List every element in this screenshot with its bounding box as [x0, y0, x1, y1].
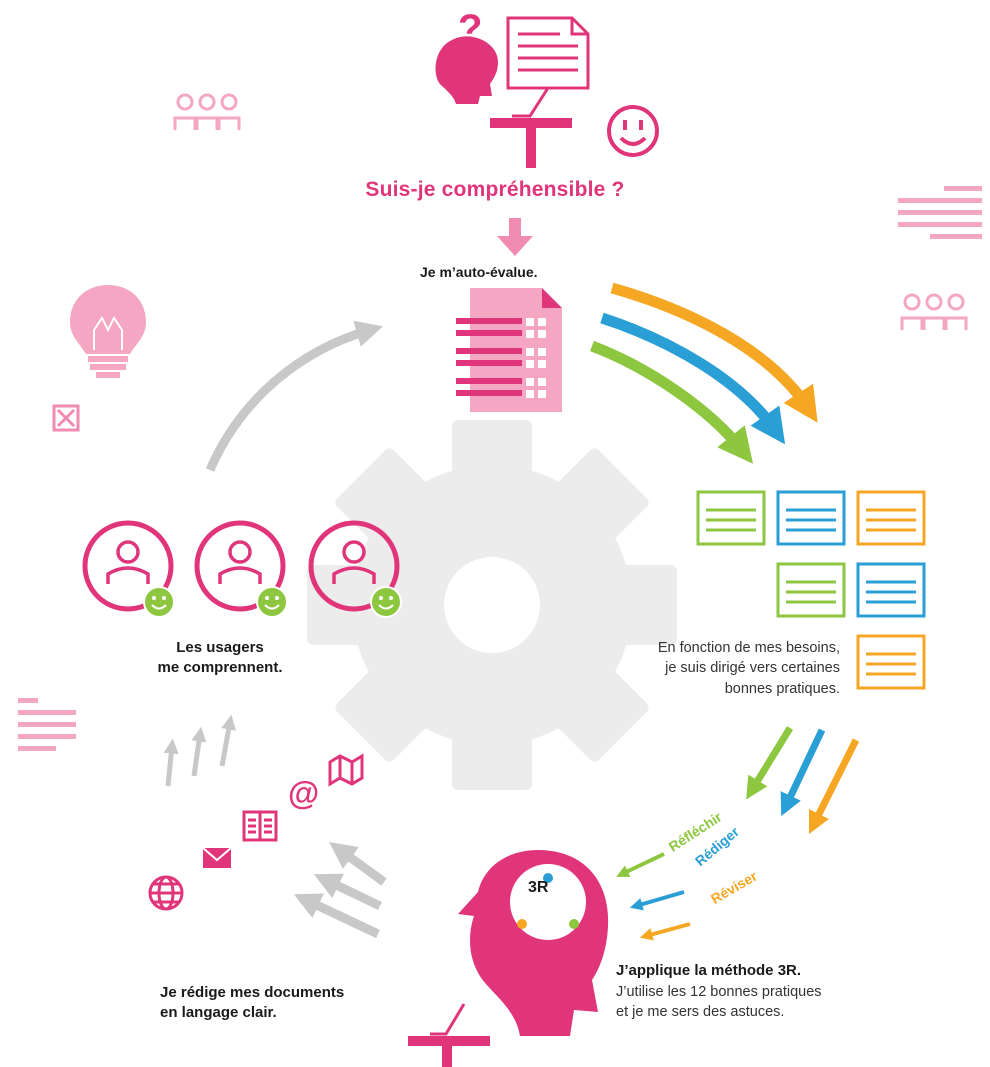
- gray-arrows: [163, 320, 387, 939]
- step-write: Je rédige mes documents en langage clair…: [160, 984, 344, 1048]
- card-orange-2: [856, 634, 926, 690]
- method-details: J’utilise les 12 bonnes pratiques et je …: [616, 982, 822, 1023]
- thinking-head-icon: [458, 850, 609, 1036]
- arrow-down-icon: [497, 218, 533, 256]
- at-sign-icon: @: [288, 775, 319, 811]
- smiley-icon: [607, 105, 659, 157]
- user-icon: [82, 520, 402, 618]
- map-icon: [328, 753, 364, 787]
- step-users: Les usagers me comprennent.: [120, 638, 320, 679]
- document-icon: [506, 16, 590, 90]
- step-self-evaluation: Je m’auto-évalue.: [420, 264, 538, 280]
- card-orange-1: [856, 490, 926, 546]
- checkbox-icon: [52, 404, 80, 432]
- users-line-2: me comprennent.: [157, 659, 283, 677]
- text-lines-icon: [18, 186, 982, 751]
- card-green-2: [776, 562, 846, 618]
- group-icon: [173, 93, 968, 330]
- users-line-1: Les usagers: [176, 639, 264, 656]
- svg-text:?: ?: [458, 7, 482, 51]
- lightbulb-icon: [70, 285, 146, 378]
- write-line-1: Je rédige mes documents: [160, 984, 345, 1001]
- diagonal-arrows: [616, 726, 860, 941]
- page-title: Suis-je compréhensible ?: [365, 178, 625, 201]
- question-head-icon: ?: [435, 7, 498, 104]
- method-line-2: J’utilise les 12 bonnes pratiques: [616, 984, 822, 1000]
- card-green-1: [696, 490, 766, 546]
- method-line-3: et je me sers des astuces.: [616, 1004, 785, 1021]
- needs-line-2: je suis dirigé vers certaines: [665, 660, 840, 677]
- envelope-icon: [202, 847, 232, 868]
- needs-line-3: bonnes pratiques.: [724, 680, 840, 697]
- laptop-desk-icon: [490, 87, 572, 168]
- book-icon: [242, 810, 278, 842]
- svg-text:@: @: [288, 775, 319, 811]
- write-line-2: en langage clair.: [160, 1004, 277, 1022]
- method-title: J’applique la méthode 3R.: [616, 962, 802, 979]
- three-r-label: 3R: [528, 879, 549, 896]
- laptop-desk-bottom-icon: [408, 1003, 490, 1067]
- curved-arrows: [590, 282, 818, 464]
- practice-cards: [696, 490, 926, 690]
- card-blue-2: [856, 562, 926, 618]
- needs-line-1: En fonction de mes besoins,: [657, 640, 840, 656]
- card-blue-1: [776, 490, 846, 546]
- globe-icon: [148, 875, 184, 911]
- step-needs: En fonction de mes besoins, je suis diri…: [560, 638, 840, 699]
- checklist-icon: [456, 288, 562, 412]
